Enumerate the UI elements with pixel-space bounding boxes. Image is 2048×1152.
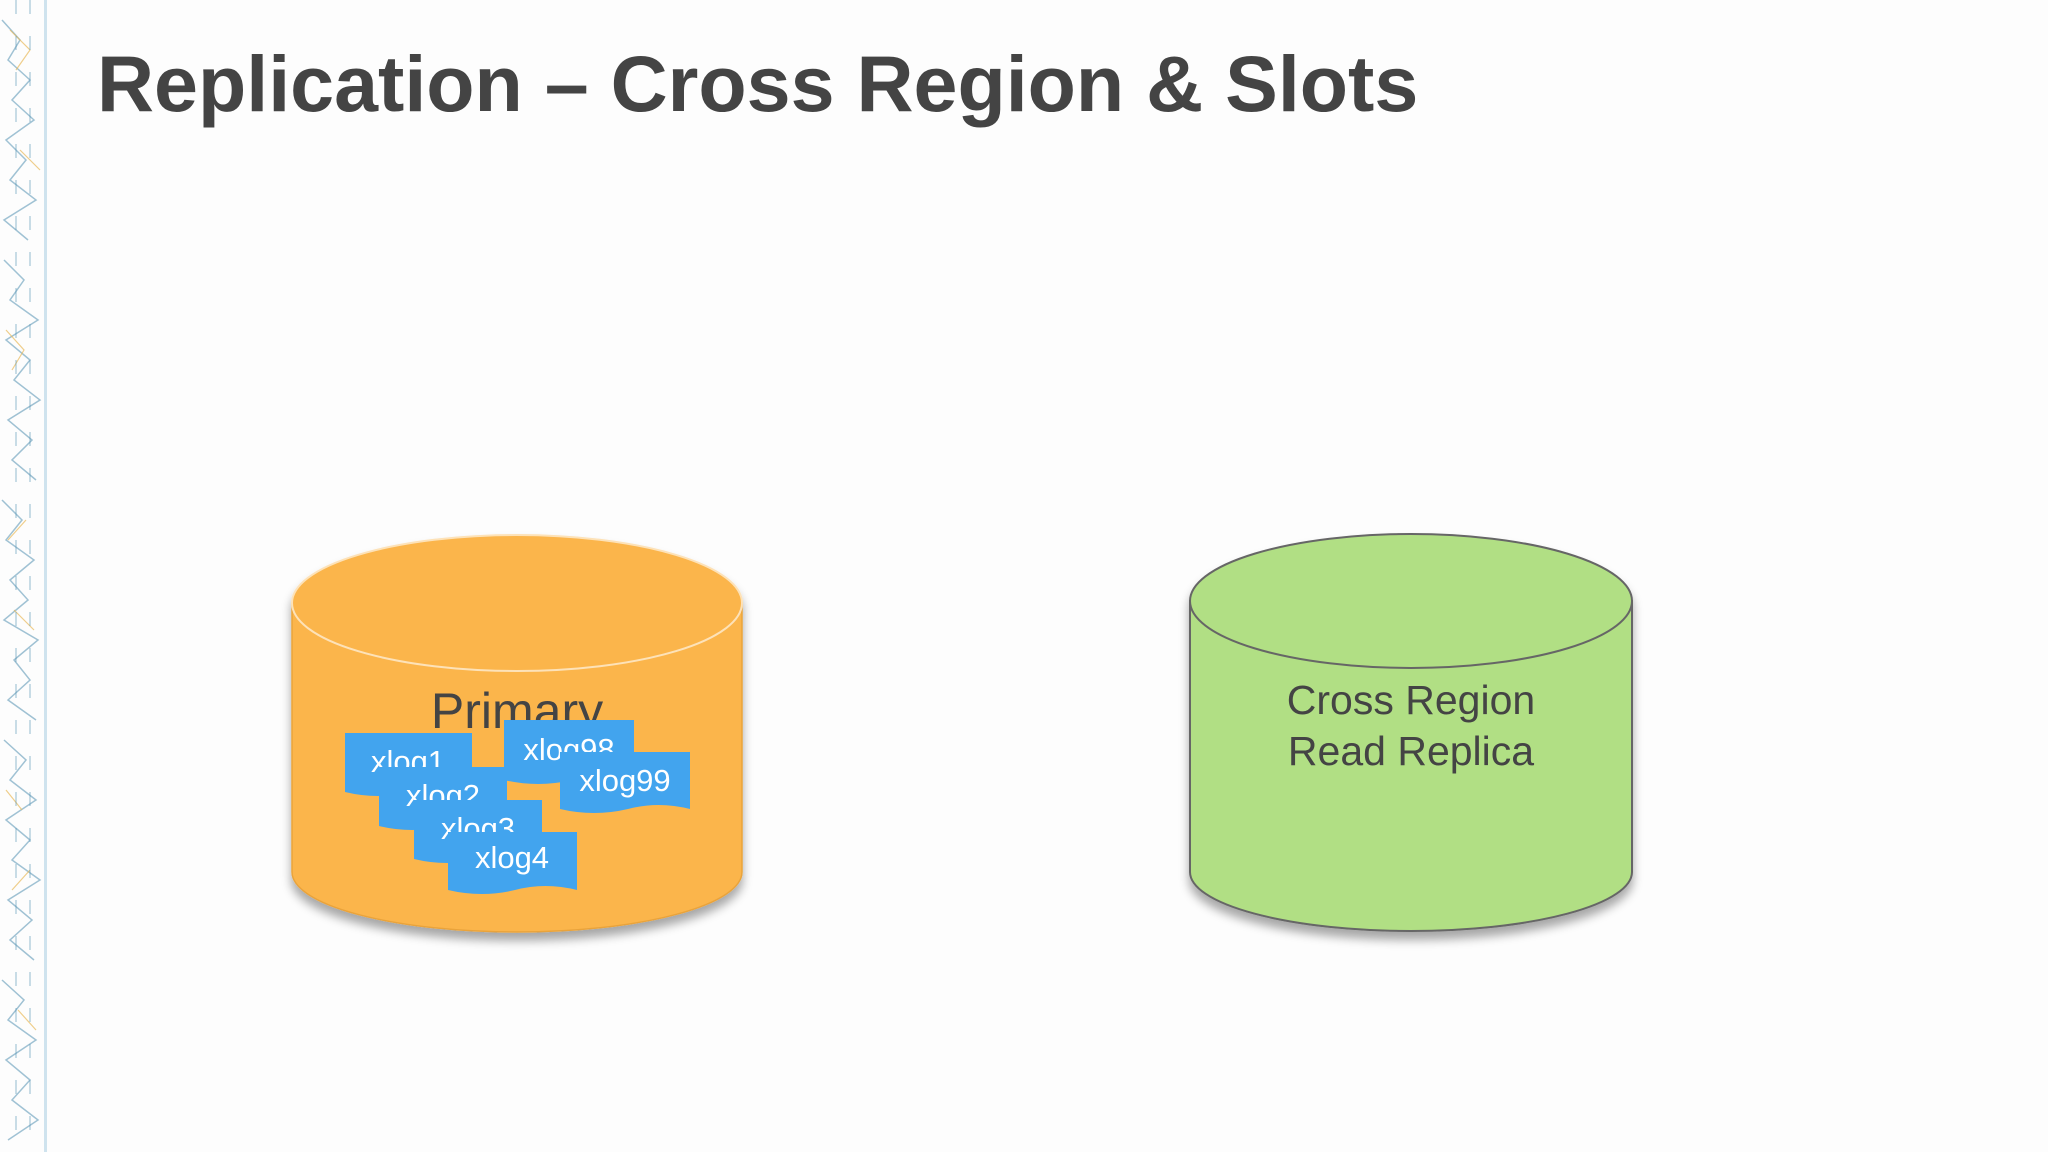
slide-title: Replication – Cross Region & Slots (97, 39, 1419, 128)
xlog-label-99: xlog99 (579, 763, 670, 798)
replica-database-cylinder (1189, 533, 1633, 932)
replica-label-line2: Read Replica (1288, 728, 1534, 774)
xlog-doc-99: xlog99 (560, 752, 690, 813)
xlog-label-4: xlog4 (475, 840, 549, 875)
replica-label-line1: Cross Region (1287, 677, 1535, 723)
decorative-left-strip (0, 0, 50, 1152)
xlog-doc-4: xlog4 (448, 832, 577, 894)
